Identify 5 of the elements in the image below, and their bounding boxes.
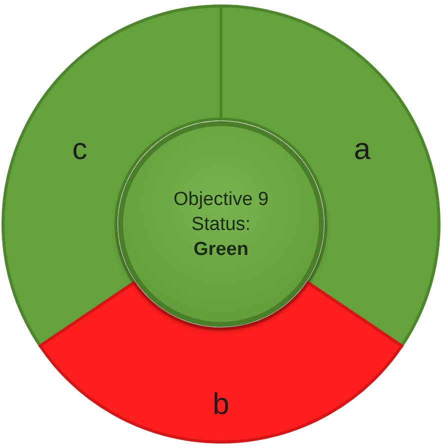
segment-label: c	[72, 132, 88, 166]
status-text: Objective 9 Status: Green	[172, 188, 270, 262]
segment-label: a	[354, 132, 371, 166]
ring-segment	[38, 281, 404, 444]
segment-label: b	[212, 388, 230, 421]
